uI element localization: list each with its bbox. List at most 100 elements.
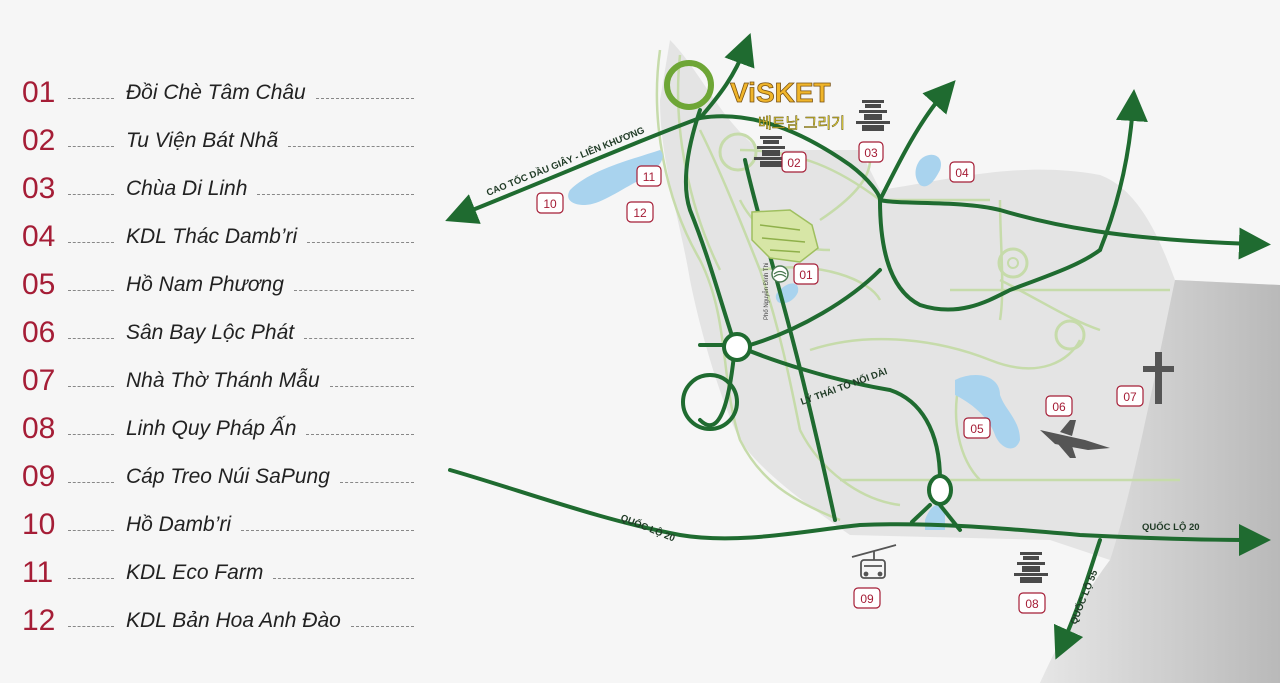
svg-text:06: 06: [1052, 400, 1066, 414]
legend-label: Linh Quy Pháp Ấn: [126, 417, 297, 440]
cable-car-icon: [851, 544, 897, 579]
leader-line: [304, 337, 414, 339]
legend-label: Hồ Nam Phương: [126, 273, 284, 296]
lake-nam-phuong: [955, 375, 1020, 449]
roundabout: [997, 247, 1029, 279]
roundabout: [718, 132, 758, 172]
street-label: Phố Nguyễn Đình Thi: [763, 263, 770, 320]
leader-line: [306, 433, 414, 435]
leader-line: [273, 577, 414, 579]
legend-label: Sân Bay Lộc Phát: [126, 321, 295, 344]
leader-line: [315, 97, 414, 99]
roundabout: [664, 60, 714, 110]
cross-icon: [1143, 352, 1174, 404]
marker[interactable]: 02: [781, 151, 807, 173]
legend-number: 03: [22, 172, 56, 205]
pagoda-icon: [856, 100, 890, 131]
leader-line: [293, 289, 414, 291]
svg-text:08: 08: [1025, 597, 1039, 611]
marker[interactable]: 09: [853, 587, 881, 609]
road-label-ql20-left: QUỐC LỘ 20: [619, 512, 677, 545]
legend-number: 11: [22, 556, 54, 589]
legend-label: Đồi Chè Tâm Châu: [126, 81, 306, 104]
pagoda-icon: [754, 136, 788, 167]
legend-number: 06: [22, 316, 56, 349]
marker[interactable]: 12: [626, 201, 654, 223]
lake-04: [915, 154, 941, 187]
marker[interactable]: 04: [949, 161, 975, 183]
legend-item[interactable]: 06 Sân Bay Lộc Phát: [22, 313, 422, 353]
svg-text:03: 03: [864, 146, 878, 160]
marker[interactable]: 01: [793, 263, 819, 285]
marker[interactable]: 06: [1045, 395, 1073, 417]
leader-line: [288, 145, 414, 147]
svg-text:10: 10: [543, 197, 557, 211]
marker[interactable]: 07: [1116, 385, 1144, 407]
legend-label: Hồ Damb’ri: [126, 513, 232, 536]
roundabout: [722, 332, 752, 362]
visket-logo: ViSKET: [730, 77, 831, 108]
road-label-ql20-right: QUỐC LỘ 20: [1142, 521, 1200, 533]
roundabout: [1007, 257, 1019, 269]
leader-line: [68, 289, 114, 291]
legend-number: 07: [22, 364, 56, 397]
project-site: [751, 209, 819, 283]
legend-item[interactable]: 09 Cáp Treo Núi SaPung: [22, 457, 422, 497]
legend-number: 05: [22, 268, 56, 301]
legend-number: 08: [22, 412, 56, 445]
airplane-icon: [1040, 420, 1110, 458]
leader-line: [329, 385, 414, 387]
svg-text:02: 02: [787, 156, 801, 170]
svg-text:12: 12: [633, 206, 647, 220]
marker[interactable]: 11: [636, 165, 662, 187]
outer-zone: [1040, 280, 1280, 683]
leader-line: [350, 625, 414, 627]
marker[interactable]: 10: [536, 192, 564, 214]
marker[interactable]: 08: [1018, 592, 1046, 614]
svg-text:07: 07: [1123, 390, 1137, 404]
svg-text:05: 05: [970, 422, 984, 436]
legend-item[interactable]: 03 Chùa Di Linh: [22, 169, 422, 209]
pagoda-icon: [1014, 552, 1048, 583]
leader-line: [257, 193, 414, 195]
leader-line: [68, 337, 114, 339]
marker[interactable]: 03: [858, 141, 884, 163]
area-map[interactable]: Phố Nguyễn Đình Thi CAO TỐC DẦU GIÂY - L…: [430, 0, 1280, 683]
legend-item[interactable]: 05 Hồ Nam Phương: [22, 265, 422, 305]
roundabout: [681, 373, 739, 431]
leader-line: [68, 385, 114, 387]
legend-item[interactable]: 10 Hồ Damb’ri: [22, 505, 422, 545]
legend-number: 09: [22, 460, 56, 493]
leader-line: [241, 529, 414, 531]
legend-label: KDL Thác Damb’ri: [126, 225, 298, 248]
leader-line: [68, 145, 114, 147]
leader-line: [68, 433, 114, 435]
svg-text:01: 01: [799, 268, 813, 282]
legend-item[interactable]: 07 Nhà Thờ Thánh Mẫu: [22, 361, 422, 401]
leader-line: [68, 577, 114, 579]
svg-text:09: 09: [860, 592, 874, 606]
legend-number: 10: [22, 508, 56, 541]
marker[interactable]: 05: [963, 417, 991, 439]
legend-item[interactable]: 08 Linh Quy Pháp Ấn: [22, 409, 422, 449]
svg-text:11: 11: [643, 170, 656, 184]
roundabout: [927, 474, 953, 506]
leader-line: [68, 193, 114, 195]
leader-line: [68, 529, 114, 531]
legend-label: Cáp Treo Núi SaPung: [126, 465, 330, 488]
legend-number: 02: [22, 124, 56, 157]
leader-line: [68, 481, 114, 483]
lake-dambri: [568, 150, 663, 205]
roundabout: [1054, 319, 1086, 351]
legend-label: Chùa Di Linh: [126, 177, 248, 200]
visket-logo-subtitle: 베트남 그리기: [758, 115, 845, 132]
svg-text:04: 04: [955, 166, 969, 180]
legend-number: 12: [22, 604, 56, 637]
legend-label: Nhà Thờ Thánh Mẫu: [126, 369, 320, 392]
